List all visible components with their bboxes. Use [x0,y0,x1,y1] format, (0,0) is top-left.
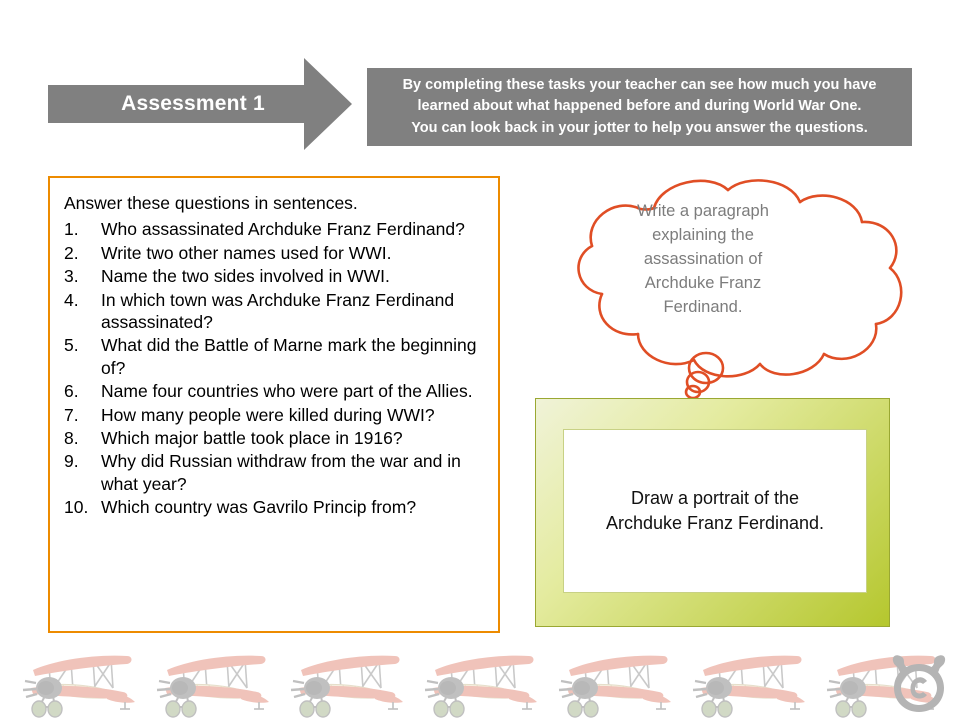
question-text: Write two other names used for WWI. [101,242,392,263]
question-item: 8. Which major battle took place in 1916? [62,427,484,449]
question-text: What did the Battle of Marne mark the be… [101,335,477,378]
question-number: 4. [64,289,79,310]
question-text: In which town was Archduke Franz Ferdina… [101,289,455,332]
biplane-icon [819,644,947,718]
question-item: 5. What did the Battle of Marne mark the … [62,334,484,379]
arrow-shape [48,58,352,150]
intro-instruction-text: By completing these tasks your teacher c… [402,76,877,136]
questions-list: 1. Who assassinated Archduke Franz Ferdin… [62,218,484,518]
biplane-icon [551,644,679,718]
question-text: How many people were killed during WWI? [101,404,435,425]
questions-intro-text: Answer these questions in sentences. [64,193,358,213]
biplane-icon [15,644,143,718]
copyright-moose-icon [886,652,952,714]
question-number: 1. [64,219,79,240]
intro-instruction-box: By completing these tasks your teacher c… [367,68,912,146]
question-item: 1. Who assassinated Archduke Franz Ferdin… [62,218,484,240]
question-text: Which country was Gavrilo Princip from? [101,497,417,518]
biplane-icon [283,644,411,718]
draw-portrait-canvas[interactable]: Draw a portrait of the Archduke Franz Fe… [563,429,867,593]
question-text: Name the two sides involved in WWI. [101,266,390,287]
question-item: 10. Which country was Gavrilo Princip fro… [62,496,484,518]
question-text: Who assassinated Archduke Franz Ferdinan… [101,219,465,240]
question-number: 3. [64,266,79,287]
question-number: 2. [64,242,79,263]
question-number: 5. [64,335,79,356]
question-number: 10. [64,497,89,518]
question-item: 4. In which town was Archduke Franz Ferdi… [62,289,484,334]
question-number: 7. [64,404,79,425]
biplane-icon [149,644,277,718]
question-number: 6. [64,381,79,402]
draw-portrait-text: Draw a portrait of the Archduke Franz Fe… [605,488,825,533]
questions-panel: Answer these questions in sentences. 1. W… [48,176,500,633]
question-item: 9. Why did Russian withdraw from the war … [62,450,484,495]
question-text: Which major battle took place in 1916? [101,427,403,448]
question-item: 3. Name the two sides involved in WWI. [62,265,484,287]
assessment-header-arrow [48,56,354,152]
biplane-icon [417,644,545,718]
footer-biplane-decoration [0,640,960,720]
question-item: 7. How many people were killed during WWI… [62,404,484,426]
question-item: 2. Write two other names used for WWI. [62,242,484,264]
thought-cloud-shape [528,176,920,398]
question-number: 9. [64,451,79,472]
draw-portrait-box: Draw a portrait of the Archduke Franz Fe… [535,398,890,627]
question-item: 6. Name four countries who were part of t… [62,380,484,402]
question-text: Name four countries who were part of the… [101,381,473,402]
question-text: Why did Russian withdraw from the war an… [101,451,461,494]
question-number: 8. [64,427,79,448]
biplane-icon [685,644,813,718]
